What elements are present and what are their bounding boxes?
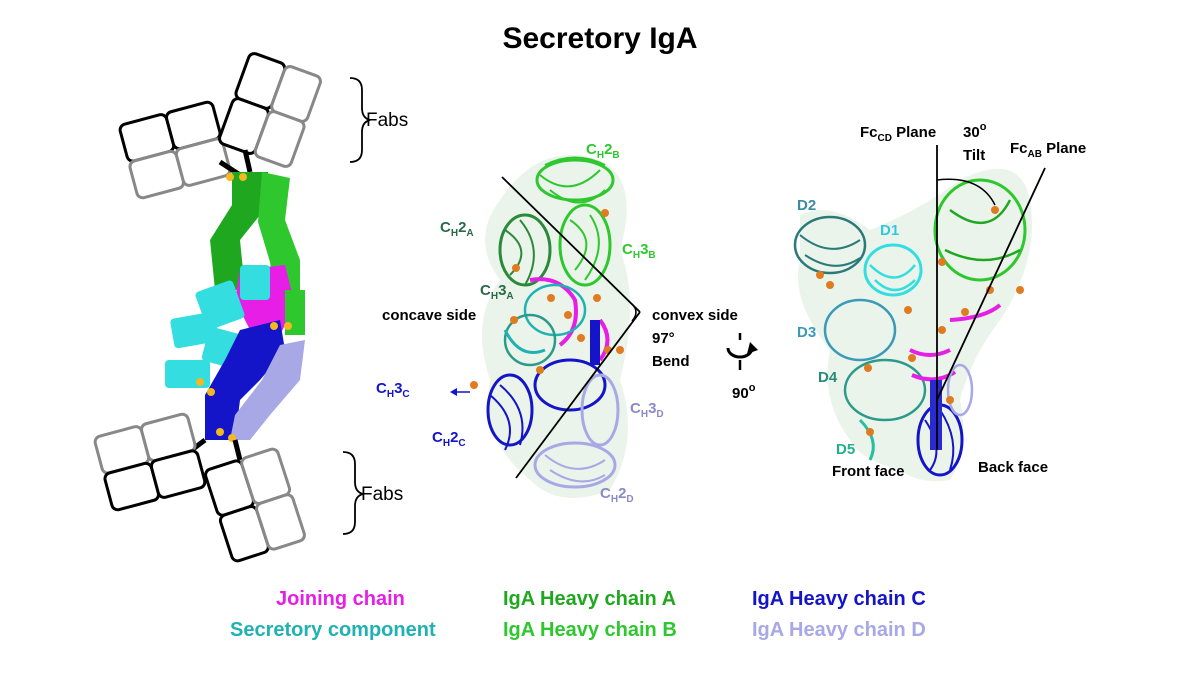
d5-label: D5 bbox=[836, 441, 855, 458]
label-ch2d: CH2D bbox=[600, 485, 634, 505]
bend-angle-label: 97° bbox=[652, 330, 675, 347]
svg-text:CH2B: CH2B bbox=[586, 141, 620, 161]
bend-line-upper bbox=[501, 176, 641, 313]
label-ch3d: CH3D bbox=[630, 400, 664, 420]
fcab-plane-label: FcAB Plane bbox=[1010, 140, 1086, 160]
disulfide-dots bbox=[196, 173, 292, 442]
bend-label: Bend bbox=[652, 353, 690, 370]
fab-bottom-left bbox=[93, 412, 207, 512]
svg-text:CH3A: CH3A bbox=[480, 282, 514, 302]
legend-heavy-chain-d: IgA Heavy chain D bbox=[752, 619, 926, 641]
tilt-label: Tilt bbox=[963, 147, 985, 164]
fab-top-right bbox=[218, 52, 322, 168]
middle-orange-dots bbox=[470, 209, 624, 389]
svg-text:CH3C: CH3C bbox=[376, 380, 410, 400]
legend-heavy-chain-a: IgA Heavy chain A bbox=[503, 588, 677, 610]
legend-heavy-chain-c: IgA Heavy chain C bbox=[752, 588, 926, 610]
label-ch2c: CH2C bbox=[432, 429, 466, 449]
svg-text:CH2D: CH2D bbox=[600, 485, 634, 505]
concave-side-label: concave side bbox=[382, 307, 476, 324]
label-ch2b: CH2B bbox=[586, 141, 620, 161]
fab-top-left bbox=[118, 100, 232, 200]
tilt-arc bbox=[936, 178, 996, 206]
fccd-plane-label: FcCD Plane bbox=[860, 124, 936, 144]
legend-joining-chain: Joining chain bbox=[276, 588, 405, 610]
svg-text:CH2C: CH2C bbox=[432, 429, 466, 449]
svg-text:CH2A: CH2A bbox=[440, 219, 474, 239]
tilt-value-label: 30o bbox=[963, 121, 987, 141]
d4-label: D4 bbox=[818, 369, 838, 386]
right-structure-panel: FcCD Plane 30o Tilt FcAB Plane D2 D1 D3 … bbox=[793, 121, 1086, 482]
svg-text:CH3D: CH3D bbox=[630, 400, 664, 420]
middle-structure-panel: CH2B CH2A CH3B CH3A CH3C CH2C CH3D CH2D … bbox=[376, 141, 738, 505]
fabs-bottom-bracket bbox=[342, 451, 364, 535]
d3-label: D3 bbox=[797, 324, 816, 341]
back-face-label: Back face bbox=[978, 459, 1048, 476]
front-face-label: Front face bbox=[832, 463, 905, 480]
rotate-icon: 90o bbox=[726, 333, 758, 402]
legend-heavy-chain-b: IgA Heavy chain B bbox=[503, 619, 677, 641]
svg-text:CH3B: CH3B bbox=[622, 241, 656, 261]
label-ch3b: CH3B bbox=[622, 241, 656, 261]
bend-line-lower bbox=[515, 311, 641, 479]
fabs-bottom-label: Fabs bbox=[361, 484, 403, 505]
legend-secretory-component: Secretory component bbox=[230, 619, 436, 641]
fab-bottom-right bbox=[204, 447, 306, 563]
figure-title: Secretory IgA bbox=[502, 22, 697, 55]
rotation-label: 90o bbox=[732, 382, 756, 402]
label-ch3a: CH3A bbox=[480, 282, 514, 302]
convex-side-label: convex side bbox=[652, 307, 738, 324]
right-orange-dots bbox=[816, 206, 1024, 436]
legend: Joining chain Secretory component IgA He… bbox=[0, 588, 1200, 648]
label-ch3c: CH3C bbox=[376, 380, 410, 400]
fcab-plane-line bbox=[936, 167, 1046, 401]
label-ch2a: CH2A bbox=[440, 219, 474, 239]
fabs-top-label: Fabs bbox=[366, 110, 408, 131]
fabs-top-bracket bbox=[349, 77, 371, 163]
schematic-panel: Fabs Fabs bbox=[93, 52, 408, 563]
d2-label: D2 bbox=[797, 197, 816, 214]
d1-label: D1 bbox=[880, 222, 899, 239]
